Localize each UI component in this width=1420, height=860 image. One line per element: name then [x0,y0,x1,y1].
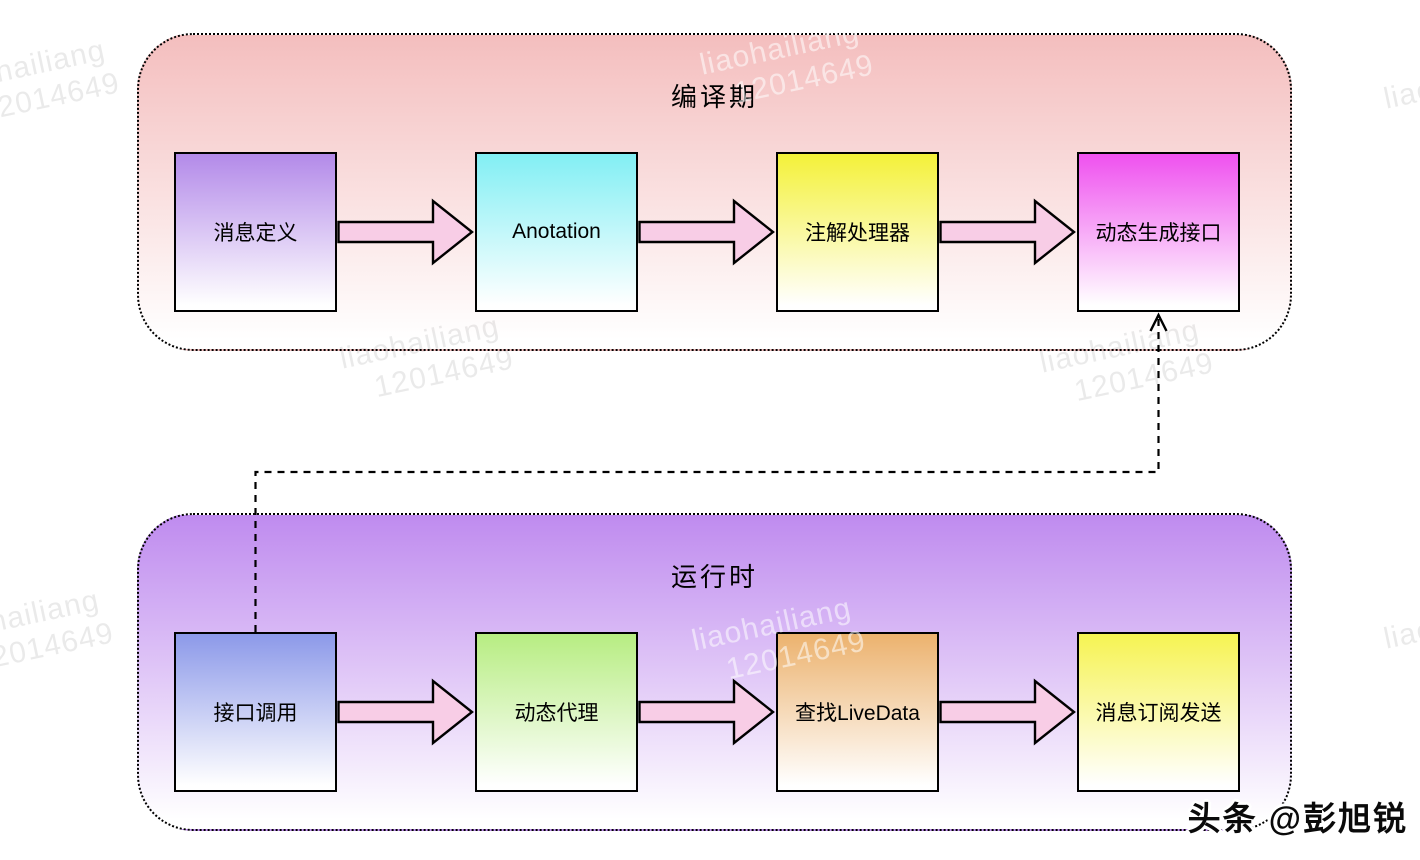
node-annotation: Anotation [475,152,638,312]
node-message-dispatch: 消息订阅发送 [1077,632,1240,792]
node-find-livedata: 查找LiveData [776,632,939,792]
flow-arrow-icon [939,198,1076,266]
flow-arrow-icon [638,678,775,746]
node-interface-call: 接口调用 [174,632,337,792]
flow-arrow-icon [337,678,474,746]
node-label: 消息定义 [213,222,298,245]
phase-compile-title: 编译期 [670,82,758,112]
flow-arrow-icon [939,678,1076,746]
node-generated-interface: 动态生成接口 [1077,152,1240,312]
node-label: 查找LiveData [795,702,920,725]
node-dynamic-proxy: 动态代理 [475,632,638,792]
node-label: Anotation [512,220,601,243]
flow-arrow-icon [337,198,474,266]
node-label: 动态代理 [514,702,599,725]
node-annotation-processor: 注解处理器 [776,152,939,312]
flow-arrow-icon [638,198,775,266]
phase-runtime-title: 运行时 [670,562,758,592]
author-credit: 头条 @彭旭锐 [1187,800,1408,837]
node-label: 注解处理器 [805,222,910,245]
node-label: 接口调用 [213,702,298,725]
node-label: 消息订阅发送 [1095,702,1222,725]
node-label: 动态生成接口 [1095,222,1222,245]
node-message-define: 消息定义 [174,152,337,312]
